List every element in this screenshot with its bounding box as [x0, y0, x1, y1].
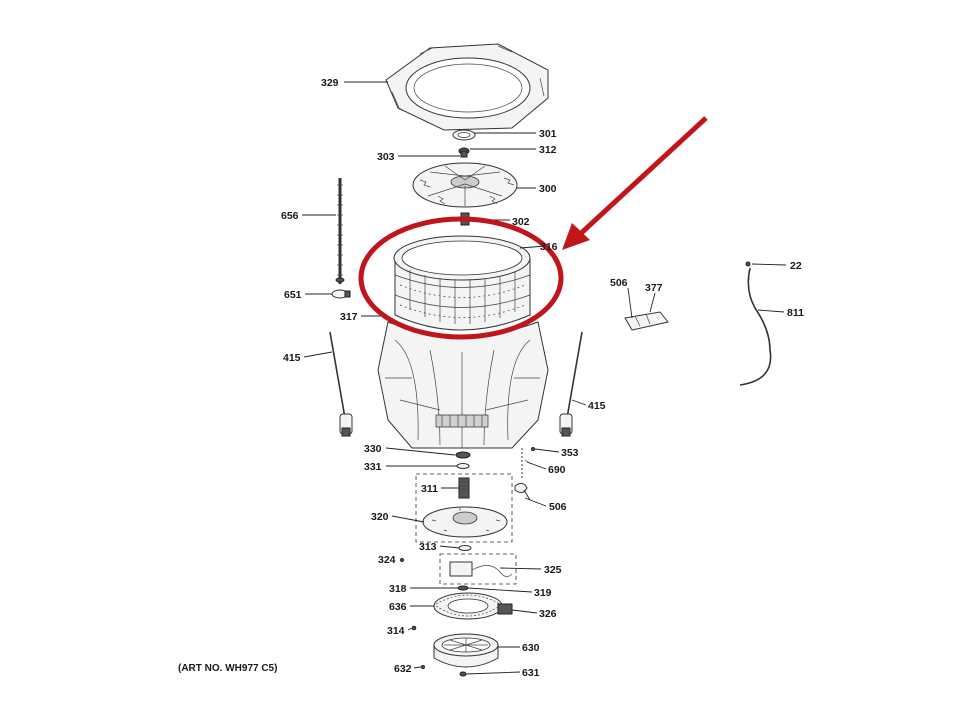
label-316: 316	[540, 241, 558, 253]
label-651: 651	[284, 289, 302, 301]
label-320: 320	[371, 511, 389, 523]
connector-bracket-part	[624, 311, 669, 331]
label-314: 314	[387, 625, 405, 637]
label-331: 331	[364, 461, 382, 473]
label-301: 301	[539, 128, 557, 140]
label-656: 656	[281, 210, 299, 222]
label-312: 312	[539, 144, 557, 156]
shaft-seal-part	[458, 477, 470, 499]
label-377: 377	[645, 282, 663, 294]
label-632: 632	[394, 663, 412, 675]
seal-ring-part	[452, 129, 476, 141]
label-353: 353	[561, 447, 579, 459]
label-415-left: 415	[283, 352, 301, 364]
label-302: 302	[512, 216, 530, 228]
impeller-plate-part	[412, 162, 518, 208]
snap-ring-part	[458, 545, 472, 551]
label-313: 313	[419, 541, 437, 553]
stator-connector-part	[497, 603, 513, 615]
hall-sensor-part	[400, 558, 513, 577]
suspension-rod-right-part	[559, 331, 583, 437]
stator-bolt-part	[411, 625, 417, 631]
tub-cover-ring-part	[385, 43, 549, 131]
tub-bearing-part	[455, 451, 471, 469]
label-324: 324	[378, 554, 396, 566]
label-630: 630	[522, 642, 540, 654]
label-300: 300	[539, 183, 557, 195]
stator-part	[433, 592, 503, 620]
suspension-rod-left-part	[329, 331, 353, 437]
label-317: 317	[340, 311, 358, 323]
label-415-right: 415	[588, 400, 606, 412]
label-303: 303	[377, 151, 395, 163]
rotor-part	[433, 633, 499, 668]
drive-assembly-box	[415, 473, 513, 543]
label-506-top: 506	[610, 277, 628, 289]
wash-basket-part	[393, 235, 531, 331]
label-22: 22	[790, 260, 802, 272]
label-631: 631	[522, 667, 540, 679]
sensor-assembly-box	[439, 553, 517, 585]
label-636: 636	[389, 601, 407, 613]
label-325: 325	[544, 564, 562, 576]
mounting-plate-part	[422, 506, 508, 538]
art-number: (ART NO. WH977 C5)	[178, 663, 277, 674]
hose-clamp-part	[331, 289, 351, 299]
rotor-washer-part	[457, 585, 469, 591]
label-506-right: 506	[549, 501, 567, 513]
wire-harness-part	[739, 261, 772, 386]
outer-tub-part	[377, 321, 549, 449]
label-326: 326	[539, 608, 557, 620]
part-labels: 329 301 312 303 300 656 302 316 651 317 …	[281, 77, 804, 679]
label-329: 329	[321, 77, 339, 89]
label-318: 318	[389, 583, 407, 595]
label-690: 690	[548, 464, 566, 476]
label-319: 319	[534, 587, 552, 599]
label-811: 811	[787, 307, 804, 319]
basket-highlight-annotation	[358, 116, 708, 340]
label-330: 330	[364, 443, 382, 455]
leader-lines	[302, 81, 787, 675]
suspension-rod-part	[335, 178, 345, 284]
hub-nut-part	[458, 147, 470, 158]
label-311: 311	[421, 483, 438, 495]
